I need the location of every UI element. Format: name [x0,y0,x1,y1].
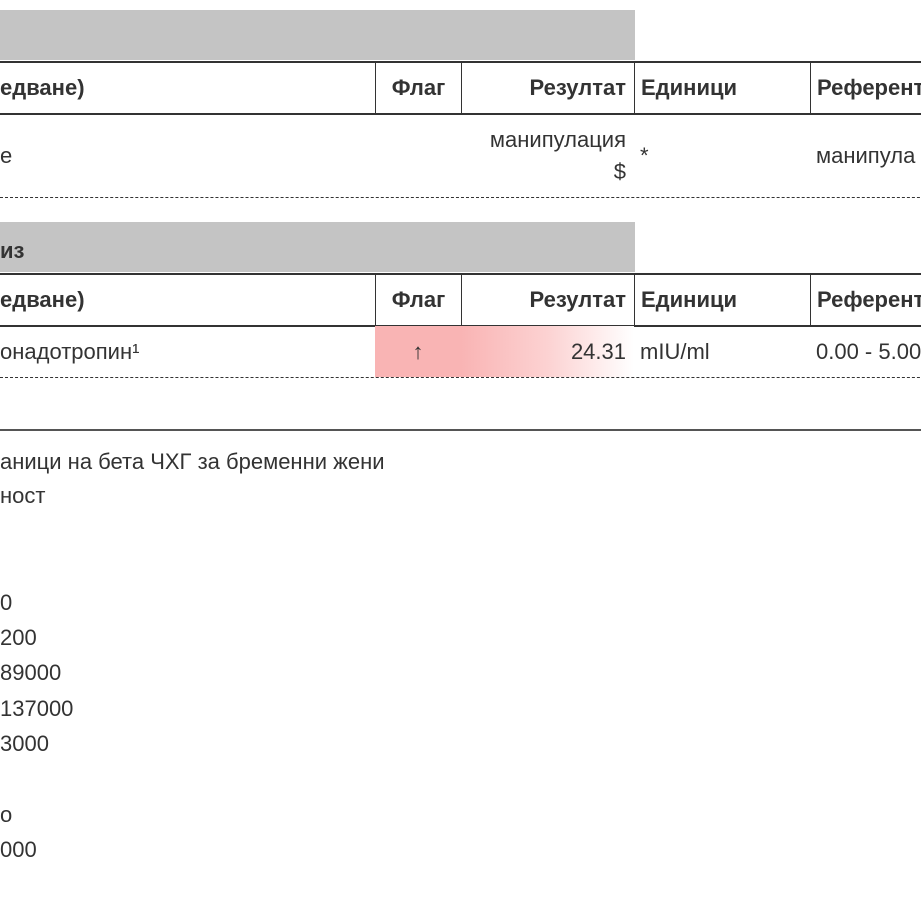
test-name: е [0,142,13,168]
flag-high-arrow-icon: ↑ [375,326,461,377]
section-header-1 [0,10,635,60]
table-row: е манипулация $ * манипула [0,114,921,198]
header-name: едване) [0,75,85,100]
table-header-1: едване) Флаг Резултат Единици Референт [0,61,921,115]
result: манипулация $ [489,126,626,184]
note-line: 0 [0,590,13,615]
units: mIU/ml [640,338,710,364]
divider [0,429,921,431]
table-header-2: едване) Флаг Резултат Единици Референт [0,273,921,327]
note-line: 89000 [0,660,62,685]
units: * [640,142,649,168]
flag [375,114,461,197]
header-units: Единици [634,63,810,113]
note-line: 200 [0,625,37,650]
note-line: 137000 [0,696,74,721]
result: 24.31 [461,326,634,377]
note-line: 000 [0,837,37,862]
header-reference: Референт [810,275,921,325]
header-reference: Референт [810,63,921,113]
header-result: Резултат [461,63,634,113]
header-units: Единици [634,275,810,325]
table-row: онадотропин¹ ↑ 24.31 mIU/ml 0.00 - 5.00 [0,326,921,378]
section-header-2: из [0,222,635,272]
test-name: онадотропин¹ [0,338,140,364]
note-line: о [0,802,13,827]
reference: 0.00 - 5.00 [816,338,921,364]
note-line: ност [0,483,46,508]
note-line: 3000 [0,731,49,756]
note-line: аници на бета ЧХГ за бременни жени [0,449,385,474]
header-name: едване) [0,287,85,312]
header-result: Резултат [461,275,634,325]
header-flag: Флаг [375,63,461,113]
reference: манипула [816,142,916,168]
header-flag: Флаг [375,275,461,325]
